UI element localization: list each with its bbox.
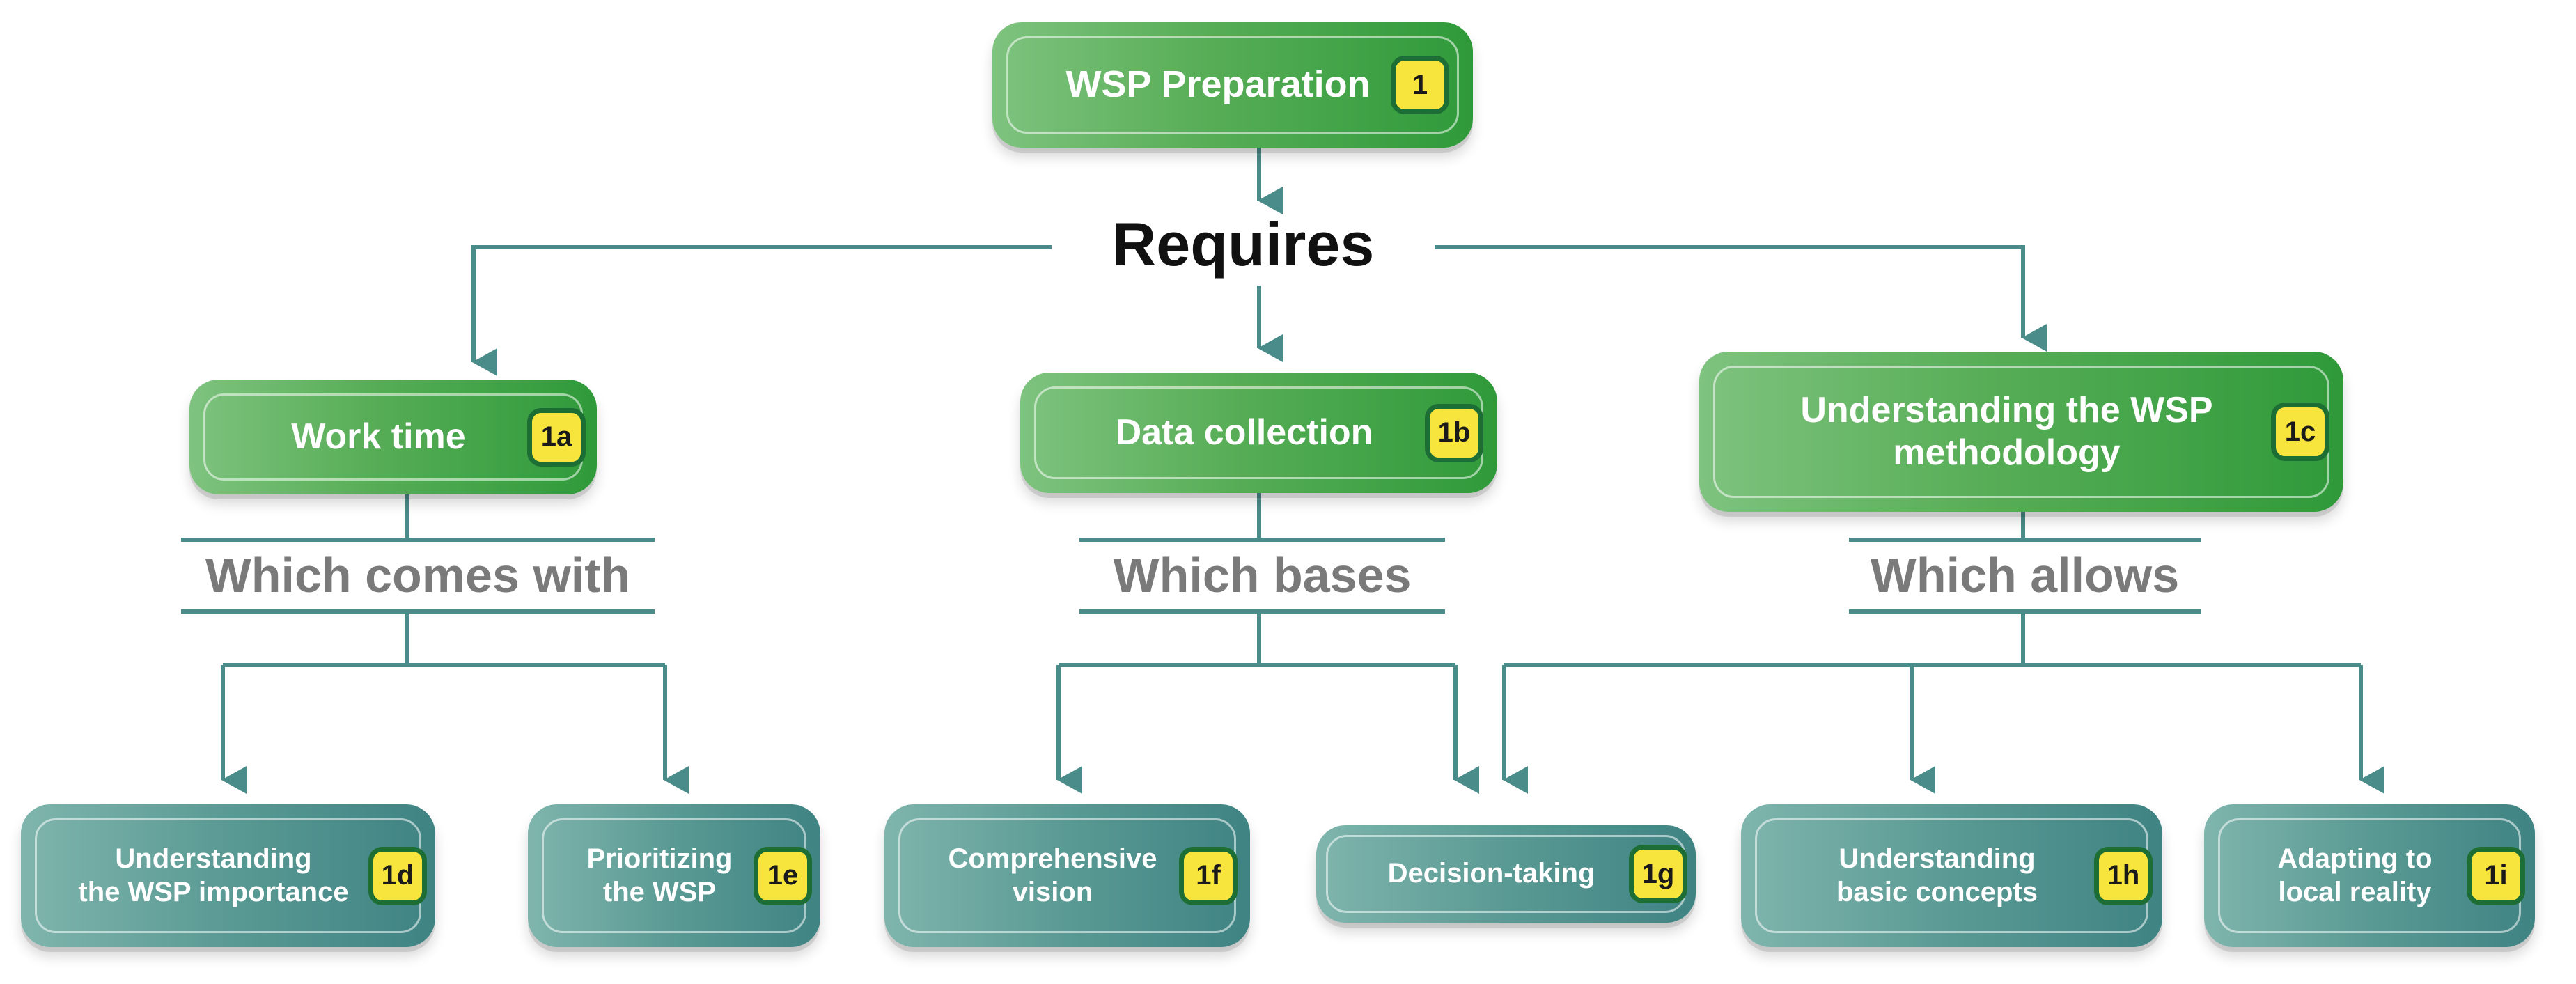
node-decision-taking: Decision-taking 1g	[1316, 825, 1696, 923]
node-inner: Adapting to local reality	[2218, 818, 2521, 933]
node-label: WSP Preparation	[1065, 63, 1371, 106]
node-label: Understanding the WSP methodology	[1800, 389, 2213, 473]
node-inner: Understanding basic concepts	[1755, 818, 2148, 933]
badge-1e: 1e	[754, 846, 812, 905]
node-inner: Comprehensive vision	[898, 818, 1236, 933]
badge-1f: 1f	[1179, 846, 1238, 905]
badge-1c: 1c	[2271, 403, 2329, 461]
node-inner: Understanding the WSP importance	[35, 818, 421, 933]
connector-which-allows: Which allows	[1870, 548, 2180, 602]
node-label: Adapting to local reality	[2277, 843, 2433, 907]
node-work-time: Work time 1a	[189, 380, 597, 494]
node-inner: Work time	[203, 393, 583, 481]
arrow-requires-1c	[1435, 245, 2047, 352]
requires-label: Requires	[1111, 210, 1375, 279]
node-inner: WSP Preparation	[1006, 36, 1459, 134]
node-inner: Prioritizing the WSP	[542, 818, 806, 933]
badge-1i: 1i	[2467, 846, 2525, 905]
badge-1d: 1d	[368, 846, 427, 905]
badge-1g: 1g	[1629, 845, 1687, 903]
node-adapting-local-reality: Adapting to local reality 1i	[2204, 804, 2535, 947]
node-label: Comprehensive vision	[948, 843, 1157, 907]
node-understanding-basic-concepts: Understanding basic concepts 1h	[1741, 804, 2162, 947]
connector-which-bases: Which bases	[1113, 548, 1412, 602]
node-comprehensive-vision: Comprehensive vision 1f	[884, 804, 1250, 947]
arrow-requires-1a	[471, 245, 1052, 376]
badge-1: 1	[1391, 56, 1449, 114]
node-prioritizing-wsp: Prioritizing the WSP 1e	[528, 804, 820, 947]
node-data-collection: Data collection 1b	[1020, 373, 1497, 493]
node-inner: Decision-taking	[1326, 835, 1686, 913]
node-label: Data collection	[1115, 412, 1373, 453]
connector-which-comes-with: Which comes with	[205, 548, 631, 602]
node-label: Prioritizing the WSP	[586, 843, 733, 907]
node-understanding-wsp-methodology: Understanding the WSP methodology 1c	[1699, 352, 2343, 512]
node-inner: Understanding the WSP methodology	[1713, 366, 2329, 498]
node-label: Work time	[291, 416, 466, 457]
node-inner: Data collection	[1034, 386, 1483, 479]
node-wsp-preparation: WSP Preparation 1	[992, 22, 1473, 148]
node-understanding-wsp-importance: Understanding the WSP importance 1d	[21, 804, 435, 947]
badge-1b: 1b	[1425, 403, 1483, 462]
node-label: Understanding the WSP importance	[78, 843, 349, 907]
badge-1h: 1h	[2094, 846, 2153, 905]
node-label: Understanding basic concepts	[1836, 843, 2038, 907]
badge-1a: 1a	[527, 407, 586, 467]
node-label: Decision-taking	[1387, 858, 1595, 889]
